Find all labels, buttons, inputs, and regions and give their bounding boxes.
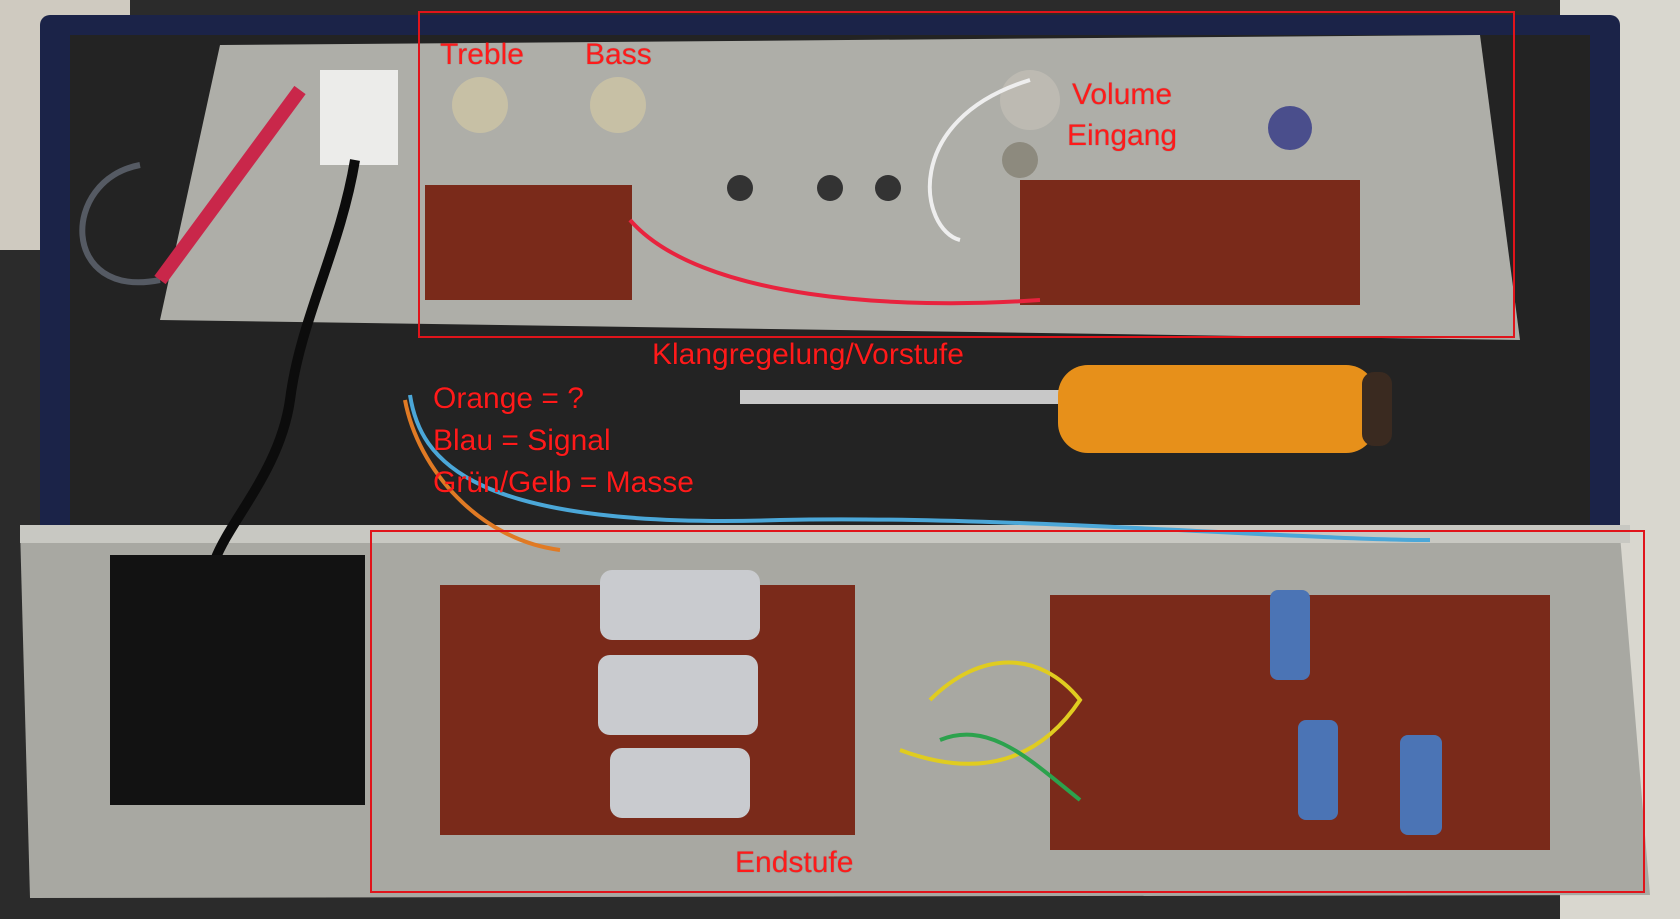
red-wiring [628,218,1041,306]
capacitor [610,748,750,818]
screwdriver-shaft [740,390,1060,404]
screwdriver-cap [1362,372,1392,446]
transformer [110,555,365,805]
capacitor [600,570,760,640]
green-wiring [939,732,1082,802]
label-bass: Bass [585,38,652,71]
capacitor-blue [1400,735,1442,835]
orange-wiring [403,399,561,552]
screwdriver-handle [1058,365,1376,453]
yellow-wiring [899,660,1083,766]
label-klangregelung: Klangregelung/Vorstufe [652,338,964,371]
frame-endstufe [370,530,1645,893]
capacitor-blue [1298,720,1338,820]
black-power-cable [210,159,360,562]
chassis-hole [875,175,901,201]
label-orange: Orange = ? [433,382,584,415]
label-endstufe: Endstufe [735,846,854,879]
input-jack [1002,142,1038,178]
capacitor [598,655,758,735]
red-sleeve [154,85,306,285]
chassis-hole [817,175,843,201]
frame-klangregelung [418,11,1515,338]
white-wire [927,78,1031,242]
label-blau: Blau = Signal [433,424,611,457]
bottom-chassis-rim [20,525,1630,543]
chassis-hole [727,175,753,201]
treble-pot [452,77,508,133]
label-volume: Volume [1072,78,1173,111]
label-eingang: Eingang [1067,119,1178,152]
label-treble: Treble [440,38,524,71]
blue-wiring [408,394,1431,542]
grey-cable [79,162,161,286]
label-gruen-gelb: Grün/Gelb = Masse [433,466,694,499]
preamp-pcb [1020,180,1360,305]
capacitor-blue [1270,590,1310,680]
tone-control-pcb [425,185,632,300]
chassis-hole [1268,106,1312,150]
bass-pot [590,77,646,133]
mains-socket [320,70,398,165]
